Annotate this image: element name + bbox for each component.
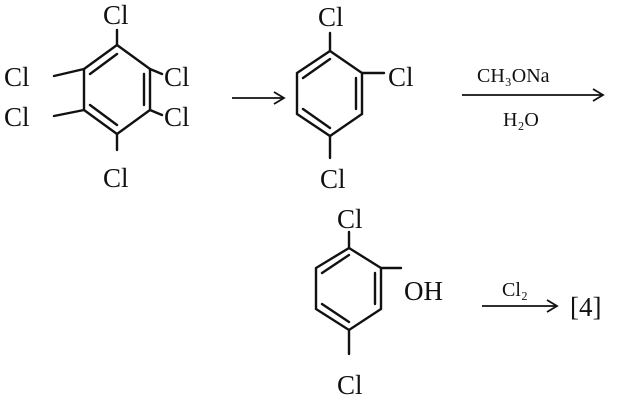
reagent-chlorine: Cl₂: [502, 279, 528, 301]
ring-double-bonds: [320, 253, 377, 324]
chlorine-lower-right: Cl: [164, 102, 190, 132]
ring-double-bonds: [88, 52, 146, 127]
reaction-arrow-3: Cl₂: [482, 279, 559, 313]
chlorine-top: Cl: [103, 0, 129, 30]
ring-bonds: [295, 49, 364, 138]
substituent-bonds: [328, 31, 386, 160]
reagent-methoxide: CH₃ONa: [477, 65, 550, 87]
ring-bonds: [82, 43, 152, 136]
chlorine-upper-right: Cl: [164, 62, 190, 92]
chlorine-top: Cl: [337, 204, 363, 234]
dichlorophenol: Cl OH Cl: [314, 204, 443, 400]
reagent-water: H₂O: [503, 109, 539, 131]
substituent-bonds: [347, 230, 403, 356]
chlorine-upper-left: Cl: [4, 62, 30, 92]
chlorine-bottom: Cl: [103, 163, 129, 193]
ring-bonds: [314, 246, 383, 332]
substituent-bonds: [52, 28, 164, 152]
chlorine-top: Cl: [318, 2, 344, 32]
chlorine-bottom: Cl: [337, 370, 363, 400]
chlorine-bottom: Cl: [320, 164, 346, 194]
trichlorobenzene: Cl Cl Cl: [295, 2, 414, 194]
reaction-arrow-2: CH₃ONa H₂O: [462, 65, 605, 131]
chlorine-lower-left: Cl: [4, 102, 30, 132]
hydroxyl-group: OH: [404, 276, 443, 306]
ring-double-bonds: [301, 57, 358, 130]
reaction-arrow-1: [232, 91, 286, 105]
chlorine-right: Cl: [388, 62, 414, 92]
product-label: [4]: [570, 292, 601, 322]
hexachlorobenzene: Cl Cl Cl Cl Cl Cl: [4, 0, 190, 193]
